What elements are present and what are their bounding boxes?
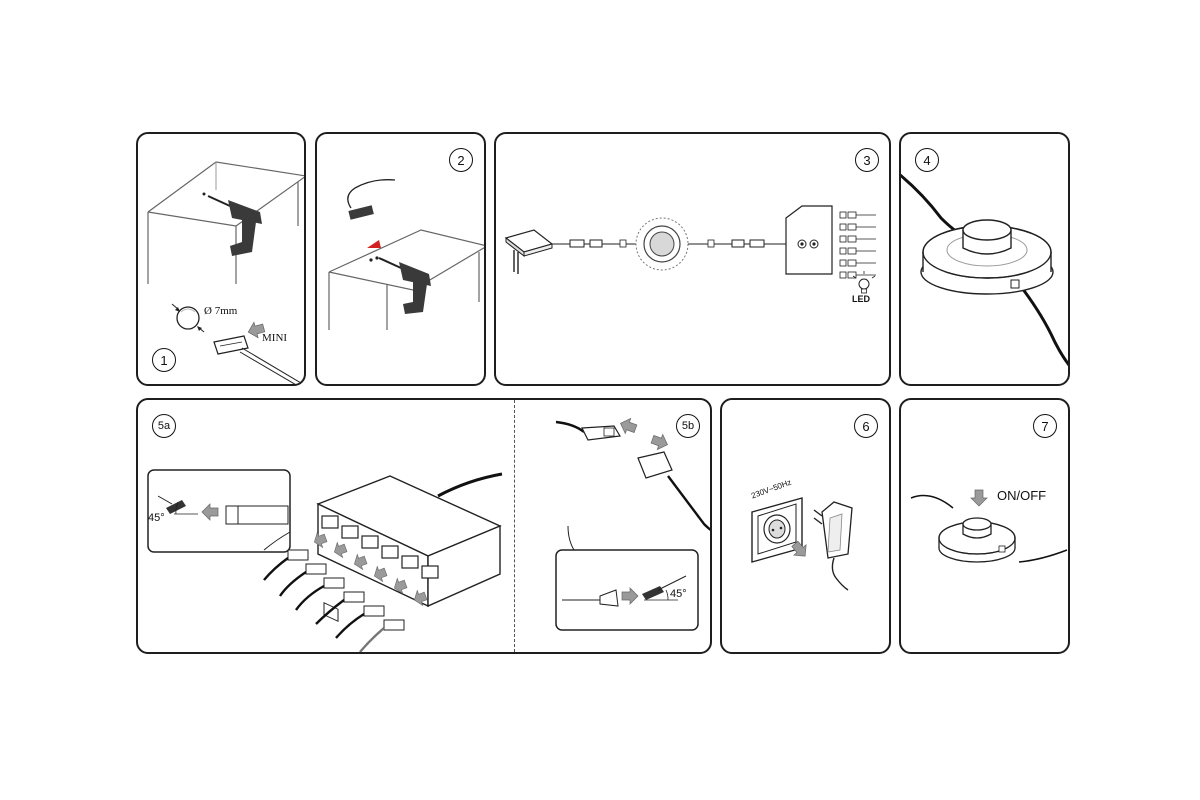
insert-arrows — [314, 531, 428, 607]
step-1-illustration — [147, 161, 304, 384]
angle-label-5a: 45° — [148, 512, 165, 524]
step-3-illustration — [504, 205, 876, 294]
panel-step-5: 45° 45° 5a 5b — [136, 398, 712, 654]
panel-step-3: LED 3 — [494, 132, 891, 386]
marker-triangle-icon — [367, 240, 381, 248]
drill-icon — [207, 195, 262, 256]
light-bulb-icon — [852, 271, 876, 294]
power-adapter-icon — [813, 501, 853, 591]
step-number-badge: 4 — [915, 148, 939, 172]
led-label: LED — [852, 294, 870, 304]
step-4-illustration — [901, 173, 1068, 367]
panel-step-6: 230V~50Hz 6 — [720, 398, 891, 654]
step-number-badge: 1 — [152, 348, 176, 372]
drill-icon — [378, 257, 431, 314]
step-number-badge: 6 — [854, 414, 878, 438]
foot-switch-icon — [938, 517, 1016, 563]
drill-bit-detail — [171, 303, 205, 333]
panel-step-2: 2 — [315, 132, 486, 386]
foot-switch-icon — [920, 219, 1054, 295]
step-6-illustration — [751, 497, 853, 591]
step-number-badge-5b: 5b — [676, 414, 700, 438]
step-number-badge-5a: 5a — [152, 414, 176, 438]
angle-label-5b: 45° — [670, 588, 687, 600]
power-adapter-icon — [504, 229, 554, 274]
panel-step-4: 4 — [899, 132, 1070, 386]
step-2-illustration — [328, 179, 484, 330]
mini-label: MINI — [262, 332, 288, 344]
insert-arrow-icon — [247, 321, 266, 339]
on-off-label: ON/OFF — [997, 488, 1047, 503]
step-5a-illustration — [147, 469, 503, 652]
led-spot-icon — [635, 217, 689, 271]
step-number-badge: 2 — [449, 148, 473, 172]
plug-connectors — [263, 549, 405, 652]
diameter-label: Ø 7mm — [204, 305, 238, 317]
step-number-badge: 3 — [855, 148, 879, 172]
distributor-icon — [785, 205, 833, 275]
step-7-illustration — [910, 489, 1068, 563]
step-number-badge: 7 — [1033, 414, 1057, 438]
panel-step-1: Ø 7mm MINI 1 — [136, 132, 306, 386]
press-arrow-icon — [970, 489, 988, 507]
insert-arrow-icon — [791, 540, 807, 557]
hub-ports — [321, 515, 439, 579]
panel-divider — [514, 400, 515, 652]
panel-step-7: ON/OFF 7 — [899, 398, 1070, 654]
led-outputs — [839, 211, 876, 279]
step-5b-illustration — [555, 417, 710, 631]
mini-connector-icon — [213, 335, 304, 384]
wall-socket-icon — [751, 497, 803, 563]
